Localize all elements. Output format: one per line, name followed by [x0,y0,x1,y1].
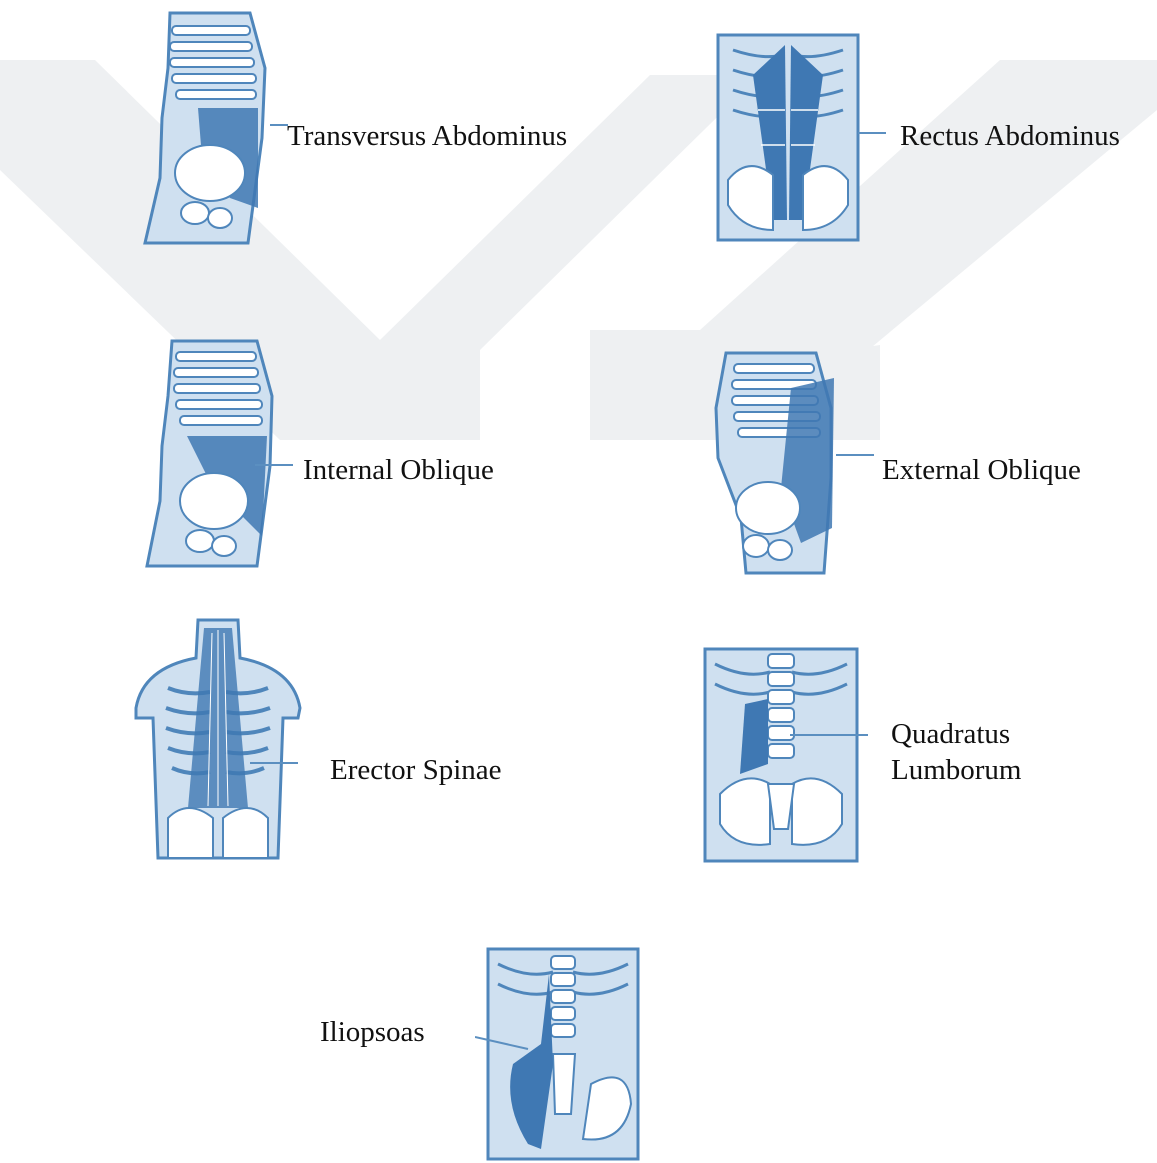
label-rectus-abdominus: Rectus Abdominus [900,118,1120,154]
label-quadratus-lumborum-line2: Lumborum [891,752,1022,788]
label-iliopsoas: Iliopsoas [320,1014,425,1050]
external-oblique-illustration [706,348,851,578]
transversus-abdominus-illustration [140,8,280,248]
internal-oblique-illustration [142,336,287,571]
label-transversus-abdominus: Transversus Abdominus [287,118,567,154]
label-quadratus-lumborum-line1: Quadratus [891,716,1010,752]
label-external-oblique: External Oblique [882,452,1081,488]
iliopsoas-illustration [483,944,643,1162]
rectus-abdominus-illustration [713,30,863,245]
label-erector-spinae: Erector Spinae [330,752,502,788]
quadratus-lumborum-illustration [700,644,862,866]
label-internal-oblique: Internal Oblique [303,452,494,488]
erector-spinae-illustration [128,618,308,866]
